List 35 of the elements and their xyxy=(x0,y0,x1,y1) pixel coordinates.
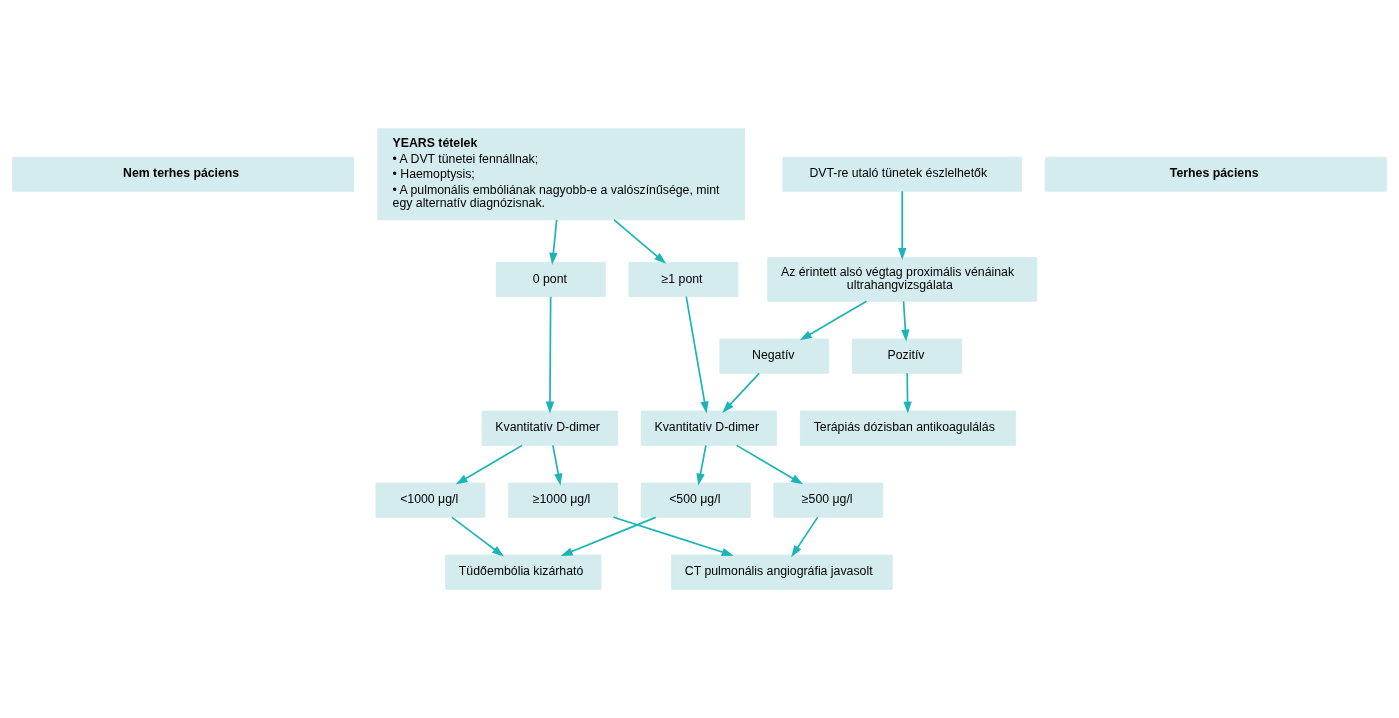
arrow xyxy=(552,444,563,486)
arrow xyxy=(898,190,907,261)
arrow xyxy=(560,516,657,556)
node-box: DVT-re utaló tünetek észlelhetők xyxy=(782,156,1023,192)
node-box: ≥1 pont xyxy=(628,261,739,297)
node-box: <500 μg/l xyxy=(640,482,751,518)
arrow xyxy=(722,372,761,413)
node-box: Negatív xyxy=(719,338,830,374)
arrow xyxy=(455,444,523,485)
node-box: Terápiás dózisban antikoagulálás xyxy=(799,410,1016,446)
node-box: ≥1000 μg/l xyxy=(508,482,619,518)
arrow xyxy=(696,444,707,486)
node-box: 0 pont xyxy=(495,261,606,297)
node-box: Pozitív xyxy=(852,338,962,374)
node-box: ≥500 μg/l xyxy=(773,482,884,518)
node-box: YEARS tételek • A DVT tünetei fennállnak; • Haemoptysis; • A pulmonális embóliának nagyobb-e a valószínűsége, mint egy alternatív diagnózisnak. xyxy=(377,128,745,221)
arrow xyxy=(903,372,912,414)
arrow xyxy=(612,516,734,557)
node-box: Az érintett alsó végtag proximális vénáinak ultrahangvizsgálata xyxy=(767,257,1038,302)
arrow xyxy=(685,295,709,414)
arrow xyxy=(799,300,868,341)
arrow xyxy=(451,516,504,557)
node-box: Tüdőembólia kizárható xyxy=(445,554,602,590)
arrow xyxy=(613,219,667,264)
arrow xyxy=(549,219,558,265)
node-box: <1000 μg/l xyxy=(375,482,486,518)
arrow xyxy=(901,300,910,342)
node-box: Nem terhes páciens xyxy=(12,156,355,192)
arrow xyxy=(791,516,819,558)
arrow xyxy=(735,444,804,485)
node-box: Kvantitatív D-dimer xyxy=(640,410,778,446)
node-box: CT pulmonális angiográfia javasolt xyxy=(671,554,893,590)
node-box: Kvantitatív D-dimer xyxy=(481,410,619,446)
node-box: Terhes páciens xyxy=(1044,156,1387,192)
arrow xyxy=(545,295,555,414)
